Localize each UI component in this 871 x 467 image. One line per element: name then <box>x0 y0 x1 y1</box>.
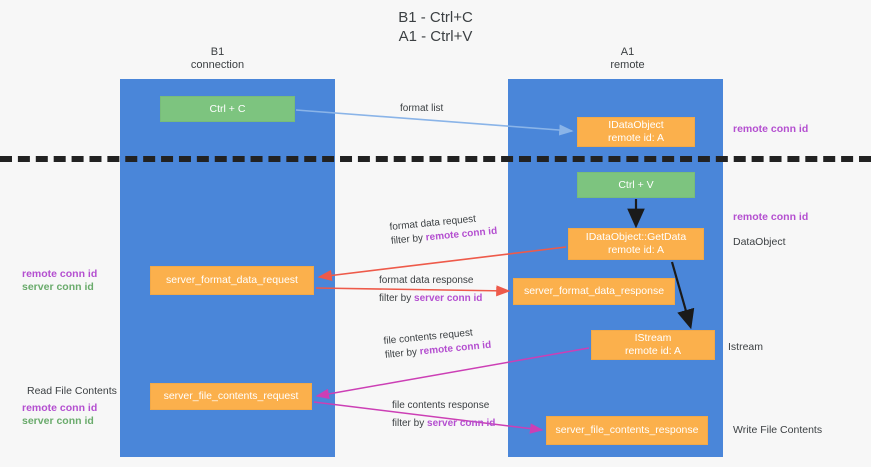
annotation-write-file-contents: Write File Contents <box>733 424 823 436</box>
edge-label-format-data-response-line2: filter by server conn id <box>379 292 482 306</box>
page-title: B1 - Ctrl+C A1 - Ctrl+V <box>398 9 473 45</box>
filter-prefix: filter by <box>390 232 427 247</box>
annotation-left-conn-ids-mid: remote conn id server conn id <box>22 268 97 294</box>
filter-prefix: filter by <box>379 293 415 304</box>
node-ctrl-c[interactable]: Ctrl + C <box>160 96 295 122</box>
node-server-format-data-request[interactable]: server_format_data_request <box>150 266 314 295</box>
edge-label-format-data-request: format data request filter by remote con… <box>389 211 498 249</box>
node-server-file-contents-response[interactable]: server_file_contents_response <box>546 416 708 445</box>
filter-prefix: filter by <box>392 418 428 429</box>
annotation-remote-conn-id-mid: remote conn id <box>733 211 809 223</box>
node-server-file-contents-request[interactable]: server_file_contents_request <box>150 383 312 410</box>
node-ctrl-v[interactable]: Ctrl + V <box>577 172 695 198</box>
annotation-left-conn-ids-bottom: remote conn id server conn id <box>22 402 97 428</box>
annotation-left-server-conn-id-bottom: server conn id <box>22 415 94 427</box>
edge-label-format-data-response: format data response filter by server co… <box>379 274 482 306</box>
filter-key-server-conn-id: server conn id <box>427 418 496 429</box>
node-istream[interactable]: IStream remote id: A <box>591 330 715 360</box>
annotation-left-remote-conn-id-mid: remote conn id <box>22 268 98 280</box>
edge-label-file-contents-response-line2: filter by server conn id <box>392 417 495 431</box>
edge-label-file-contents-request: file contents request filter by remote c… <box>383 325 492 363</box>
annotation-dataobject: DataObject <box>733 236 786 248</box>
annotation-istream: Istream <box>728 341 764 353</box>
column-header-a1: A1 remote <box>610 46 645 71</box>
filter-prefix: filter by <box>384 346 421 361</box>
annotation-read-file-contents: Read File Contents <box>27 385 117 397</box>
filter-key-server-conn-id: server conn id <box>414 293 483 304</box>
edge-label-format-data-response-line1: format data response <box>379 275 474 286</box>
edge-label-file-contents-response-line1: file contents response <box>392 400 490 411</box>
edge-label-format-list: format list <box>400 103 444 114</box>
section-divider <box>0 156 871 162</box>
node-idataobject-getdata[interactable]: IDataObject::GetData remote id: A <box>568 228 704 260</box>
node-server-format-data-response[interactable]: server_format_data_response <box>513 278 675 305</box>
edge-label-file-contents-response: file contents response filter by server … <box>392 399 495 431</box>
column-header-b1: B1 connection <box>190 46 245 71</box>
annotation-left-remote-conn-id-bottom: remote conn id <box>22 402 98 414</box>
annotation-remote-conn-id-top: remote conn id <box>733 123 809 135</box>
node-idataobject[interactable]: IDataObject remote id: A <box>577 117 695 147</box>
annotation-left-server-conn-id-mid: server conn id <box>22 281 94 293</box>
